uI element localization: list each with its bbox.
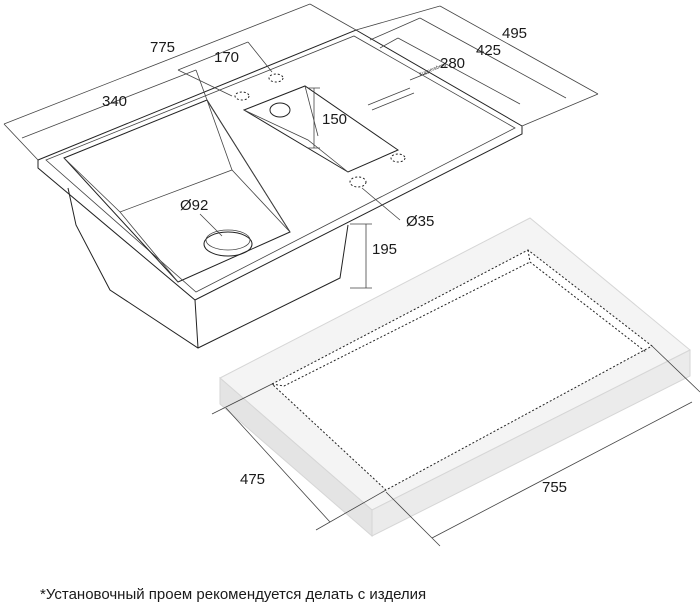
dim-overall-depth: 495 (502, 25, 527, 42)
footnote: *Установочный проем рекомендуется делать… (40, 586, 427, 603)
drain-hole (203, 231, 253, 257)
small-bowl (242, 85, 400, 173)
dim-drain-diameter: Ø92 (180, 197, 208, 214)
dim-drainboard-depth: 280 (440, 55, 465, 72)
dim-bowl-height: 195 (372, 241, 397, 258)
cutout-opening (272, 250, 652, 490)
dim-tap-hole-diameter: Ø35 (406, 213, 434, 230)
cutout-dimension-lines (211, 345, 700, 547)
dim-small-bowl-depth: 425 (476, 42, 501, 59)
dim-overall-length: 775 (150, 39, 175, 56)
dimension-lines (3, 3, 599, 289)
countertop-slab (219, 217, 691, 538)
large-bowl (63, 99, 291, 283)
dim-cutout-depth: 475 (240, 471, 265, 488)
dim-small-bowl-height: 150 (322, 111, 347, 128)
tap-holes (234, 73, 406, 188)
dim-bowl-width: 340 (102, 93, 127, 110)
sink-technical-drawing: Кuppersberg 775 340 170 495 425 280 150 … (3, 3, 700, 547)
dim-small-bowl-width: 170 (214, 49, 239, 66)
dim-cutout-length: 755 (542, 479, 567, 496)
